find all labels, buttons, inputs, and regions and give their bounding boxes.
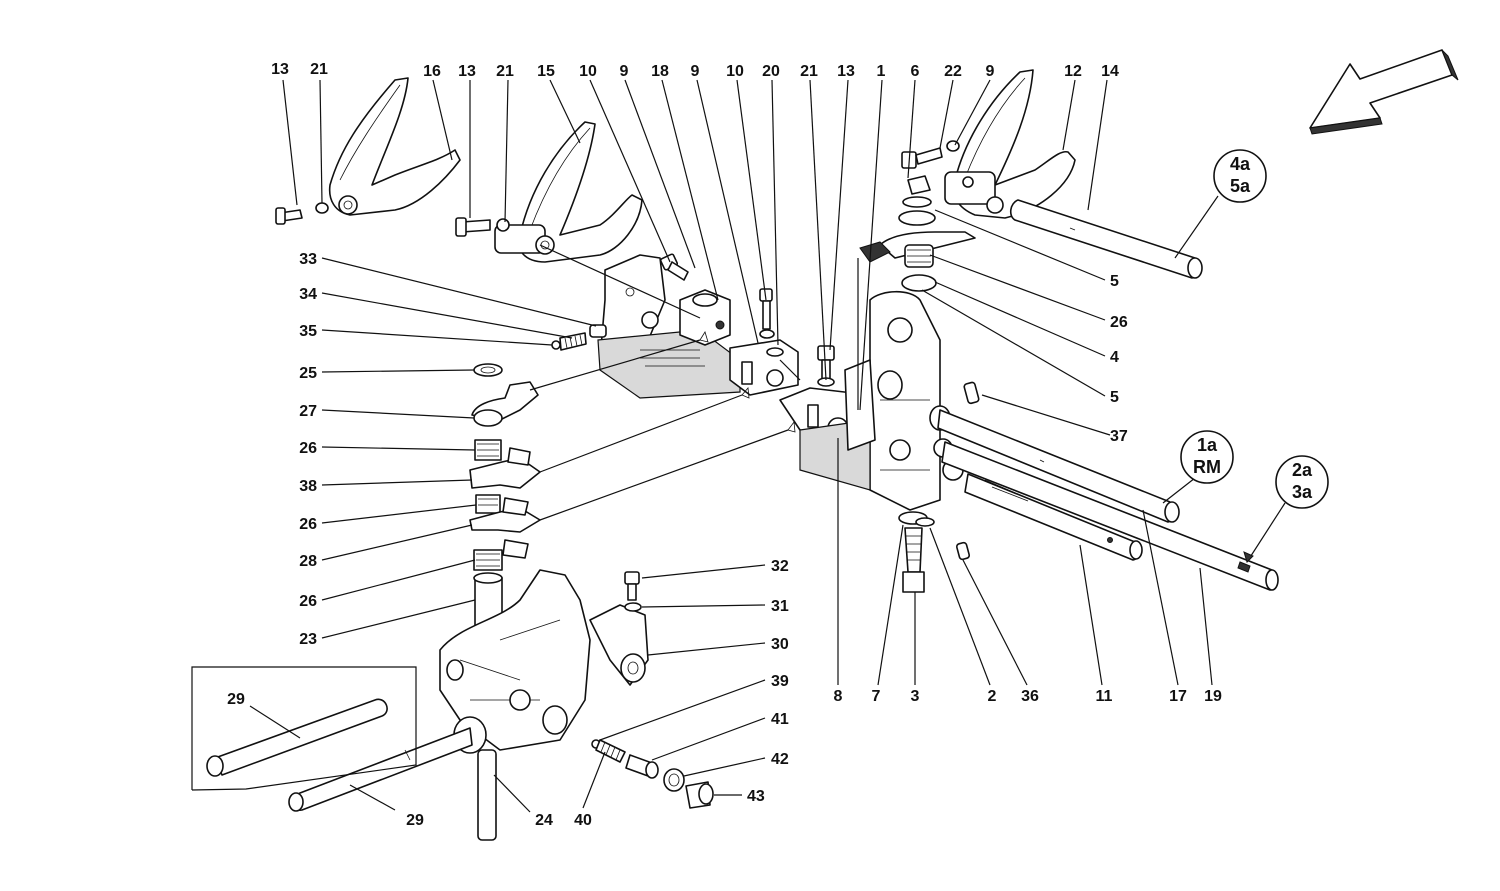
callout: 29 — [406, 812, 424, 829]
svg-text:5a: 5a — [1230, 176, 1251, 196]
shift-fork-12 — [944, 69, 1076, 219]
callout: 22 — [944, 63, 962, 80]
selector-rod-17 — [937, 409, 1180, 523]
svg-text:3a: 3a — [1292, 482, 1313, 502]
shift-block-18 — [679, 289, 731, 346]
selector-rod-14 — [1009, 199, 1203, 279]
callout: 7 — [872, 688, 881, 705]
callout: 26 — [299, 593, 317, 610]
shift-block-20 — [729, 339, 799, 396]
shift-fork-16 — [275, 77, 461, 225]
callout: 11 — [1096, 688, 1113, 705]
callout: 25 — [299, 365, 317, 382]
lever-30 — [589, 604, 649, 686]
reference-2a-3a: 2a 3a — [1275, 455, 1329, 509]
svg-text:1a: 1a — [1197, 435, 1218, 455]
callout: 6 — [911, 63, 920, 80]
vertical-shaft-24 — [477, 749, 497, 841]
shift-fork-15 — [455, 121, 643, 263]
shift-lever-stack — [859, 175, 976, 292]
callout: 13 — [458, 63, 476, 80]
detent-assembly-lower — [591, 739, 714, 809]
callout: 4 — [1110, 349, 1119, 366]
bolt-32 — [624, 571, 640, 601]
svg-text:4a: 4a — [1230, 154, 1251, 174]
inset-box — [191, 666, 417, 791]
callout: 13 — [837, 63, 855, 80]
selector-rod-11 — [964, 473, 1143, 561]
callout: 17 — [1169, 688, 1187, 705]
callout: 24 — [535, 812, 553, 829]
arrow-down-left-icon — [1309, 49, 1459, 135]
callout: 2 — [988, 688, 997, 705]
svg-text:RM: RM — [1193, 457, 1221, 477]
callout: 34 — [299, 286, 317, 303]
callout: 21 — [310, 61, 328, 78]
callout: 23 — [299, 631, 317, 648]
callout: 42 — [771, 751, 789, 768]
callout: 10 — [579, 63, 597, 80]
callout: 20 — [762, 63, 780, 80]
callout: 30 — [771, 636, 789, 653]
callout: 37 — [1110, 428, 1128, 445]
callout: 36 — [1021, 688, 1039, 705]
callout: 5 — [1110, 389, 1119, 406]
callout: 40 — [574, 812, 592, 829]
callout: 28 — [299, 553, 317, 570]
callout: 39 — [771, 673, 789, 690]
callout: 21 — [496, 63, 514, 80]
callout: 9 — [620, 63, 629, 80]
callout: 38 — [299, 478, 317, 495]
callout: 19 — [1204, 688, 1222, 705]
callout: 18 — [651, 63, 669, 80]
callout: 41 — [771, 711, 789, 728]
callout: 5 — [1110, 273, 1119, 290]
callout: 13 — [271, 61, 289, 78]
reference-4a-5a: 4a 5a — [1213, 149, 1267, 203]
leader-lines — [249, 79, 1286, 813]
callout: 9 — [986, 63, 995, 80]
callout: 29 — [227, 691, 245, 708]
callout: 15 — [537, 63, 555, 80]
callout: 12 — [1064, 63, 1082, 80]
callout: 33 — [299, 251, 317, 268]
washer-2 — [915, 517, 935, 527]
callout: 43 — [747, 788, 765, 805]
pin-37 — [963, 381, 980, 405]
shift-shaft-29 — [288, 727, 473, 812]
washer-31 — [624, 602, 642, 612]
callout: 16 — [423, 63, 441, 80]
callout: 1 — [877, 63, 886, 80]
bolt-10-right — [759, 288, 775, 339]
callout-labels: 13 21 16 13 21 15 10 9 18 9 10 20 21 13 … — [227, 61, 1222, 829]
callout: 35 — [299, 323, 317, 340]
rear-support-bracket — [597, 254, 741, 399]
callout: 8 — [834, 688, 843, 705]
callout: 9 — [691, 63, 700, 80]
callout: 26 — [299, 516, 317, 533]
bolt-3 — [898, 511, 928, 593]
svg-text:2a: 2a — [1292, 460, 1313, 480]
callout: 14 — [1101, 63, 1119, 80]
lever-stack-left — [469, 363, 541, 571]
lower-housing — [439, 569, 591, 754]
bolt-10-left — [659, 253, 689, 281]
callout: 32 — [771, 558, 789, 575]
callout: 3 — [911, 688, 920, 705]
callout: 10 — [726, 63, 744, 80]
callout: 21 — [800, 63, 818, 80]
selector-rod-19 — [941, 441, 1279, 591]
pin-36 — [955, 541, 971, 561]
callout: 26 — [1110, 314, 1128, 331]
reference-1a-rm: 1a RM — [1180, 430, 1234, 484]
callout: 31 — [771, 598, 789, 615]
callout: 27 — [299, 403, 317, 420]
callout: 26 — [299, 440, 317, 457]
